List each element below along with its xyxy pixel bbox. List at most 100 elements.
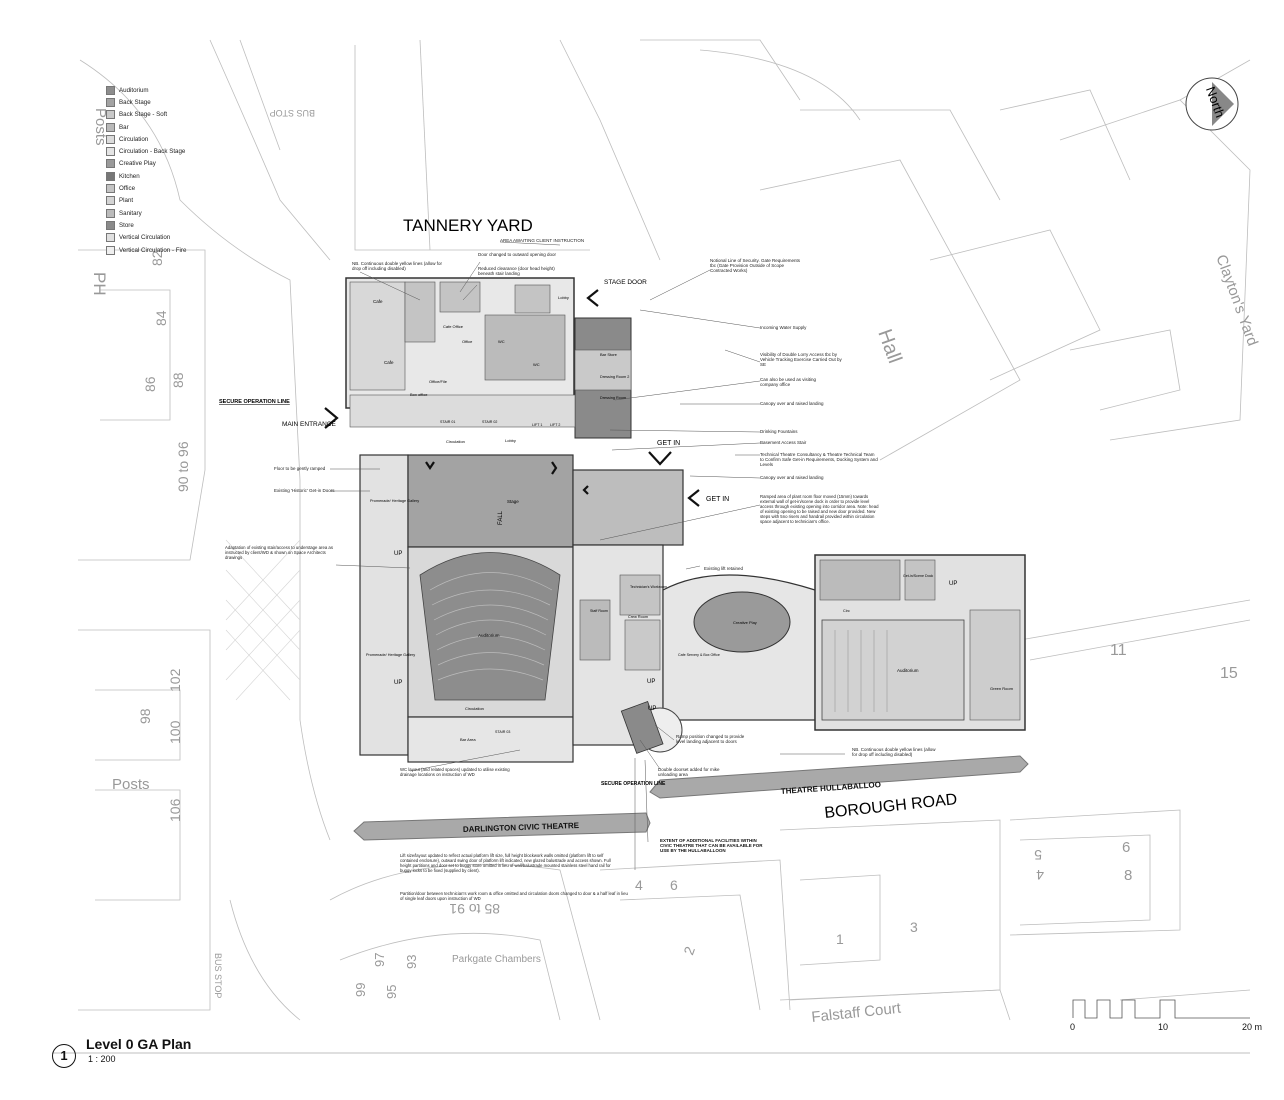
room-creative-play: Creative Play	[733, 620, 757, 625]
room-stage: Stage	[507, 499, 519, 504]
legend-item: Vertical Circulation - Fire	[106, 244, 186, 256]
house-number-88: 88	[170, 372, 186, 388]
room-dressing: Dressing Room	[600, 396, 626, 400]
claytons-yard-label: Clayton's Yard	[1212, 252, 1261, 348]
note-15: Floor to be gently ramped	[274, 466, 326, 471]
room-cafe: Cafe	[373, 299, 383, 304]
label-up-2: UP	[394, 680, 402, 686]
secure-line-label: SECURE OPERATION LINE	[219, 399, 290, 405]
note-21: WC layout (and related spaces) updated t…	[400, 767, 510, 777]
note-22: Double doorset added for mike unloading …	[658, 767, 720, 777]
secure-line-label-2: SECURE OPERATION LINE	[601, 781, 666, 787]
plan-number-badge: 1	[52, 1044, 76, 1068]
house-number-4a: 4	[635, 877, 643, 893]
house-number-90-96: 90 to 96	[175, 441, 191, 492]
room-green: Green Room	[990, 686, 1014, 691]
bus-stop-top-label: BUS STOP	[270, 108, 315, 118]
house-number-6b: 6	[1122, 839, 1130, 856]
room-staff: Staff Room	[590, 609, 608, 613]
note-3: Reduced clearance (door head height) ben…	[478, 266, 555, 276]
house-number-84: 84	[153, 310, 169, 326]
house-number-93: 93	[404, 955, 419, 969]
note-5: Notional Line of Security. Gate Requirem…	[710, 258, 800, 273]
room-fall: FALL	[498, 510, 504, 525]
legend-swatch	[106, 184, 115, 194]
house-number-98: 98	[137, 708, 153, 724]
road-banners	[353, 755, 1029, 841]
legend-label: Back Stage - Soft	[119, 111, 168, 119]
legend-label: Back Stage	[119, 98, 151, 106]
note-13: Canopy over and raised landing	[760, 475, 824, 480]
posts-top-label: Posts	[92, 108, 109, 146]
legend-swatch	[106, 122, 115, 132]
legend-item: Circulation - Back Stage	[106, 145, 186, 157]
house-number-95: 95	[384, 985, 399, 999]
note-17: Adaptation of existing stair/access to u…	[225, 545, 333, 560]
label-up-1: UP	[394, 551, 402, 557]
get-in-label-1: GET IN	[657, 440, 680, 447]
legend-item: Back Stage - Soft	[106, 109, 186, 121]
parkgate-label: Parkgate Chambers	[452, 954, 541, 965]
house-number-8b: 8	[1124, 867, 1132, 884]
legend-label: Creative Play	[119, 160, 156, 168]
note-2: Door changed to outward opening door	[478, 252, 557, 257]
note-11: Basement Access Stair	[760, 440, 807, 445]
room-cafe-2: Cafe	[384, 360, 394, 365]
legend-item: Store	[106, 219, 186, 231]
legend-item: Office	[106, 182, 186, 194]
legend-item: Circulation	[106, 133, 186, 145]
legend-label: Store	[119, 221, 134, 229]
ph-label: PH	[90, 272, 109, 296]
falstaff-label: Falstaff Court	[811, 1000, 903, 1026]
legend-label: Sanitary	[119, 209, 142, 217]
note-23: Lift size/layout updated to reflect actu…	[400, 853, 611, 873]
house-number-85-91: 85 to 91	[449, 901, 500, 917]
house-number-106: 106	[167, 798, 183, 822]
legend-label: Vertical Circulation	[119, 234, 171, 242]
room-lobby-2: Lobby	[558, 295, 569, 300]
house-number-99: 99	[353, 983, 368, 997]
tannery-yard-label: TANNERY YARD	[403, 216, 533, 235]
room-bar-area: Bar Area	[460, 737, 476, 742]
note-9: Canopy over and raised landing	[760, 401, 824, 406]
house-number-2a: 2	[680, 944, 698, 957]
note-8: Can also be used as visiting company off…	[760, 377, 817, 387]
label-stair-1: STAIR 01	[440, 420, 455, 424]
room-promenade-2: Promenade/ Heritage Gallery	[366, 653, 415, 657]
note-10: Drinking Fountains	[760, 429, 798, 434]
room-cafe-office: Cafe Office	[443, 324, 464, 329]
legend-label: Kitchen	[119, 172, 140, 180]
label-lift-1: LIFT 1	[532, 423, 542, 427]
legend-label: Plant	[119, 197, 134, 205]
plan-title: Level 0 GA Plan	[86, 1036, 192, 1052]
legend-swatch	[106, 97, 115, 107]
house-number-97: 97	[372, 953, 387, 967]
house-number-5b: 5	[1034, 847, 1042, 863]
room-auditorium: Auditorium	[478, 633, 500, 638]
note-7: Visibility of Double Lorry Access tbc by…	[760, 352, 842, 367]
plan-scale: 1 : 200	[88, 1054, 116, 1064]
room-technicians: Technician's Workroom	[630, 585, 667, 589]
legend-swatch	[106, 85, 115, 95]
room-wc-2: WC	[533, 362, 540, 367]
note-4: AREA AWAITING CLIENT INSTRUCTION	[500, 238, 585, 243]
room-office-file: Office/File	[429, 379, 448, 384]
label-up-4: UP	[648, 706, 656, 712]
scale-bar	[1072, 999, 1250, 1019]
note-16: Existing 'Historic' Get-in Doors	[274, 488, 335, 493]
note-6: Incoming Water Supply	[760, 325, 807, 330]
entrance-chevrons	[324, 289, 700, 507]
hullaballoo-building	[620, 554, 1026, 754]
legend-label: Circulation	[119, 135, 149, 143]
legend-item: Back Stage	[106, 96, 186, 108]
note-24: Partition/door between technician's work…	[400, 891, 628, 901]
civic-theatre-building	[345, 277, 684, 763]
room-circulation: Circulation	[446, 439, 465, 444]
hall-label: Hall	[873, 326, 905, 366]
legend-item: Sanitary	[106, 207, 186, 219]
room-circ: Circ	[843, 609, 850, 613]
scale-tick-10: 10	[1158, 1022, 1169, 1032]
stage-door-label: STAGE DOOR	[604, 279, 647, 286]
